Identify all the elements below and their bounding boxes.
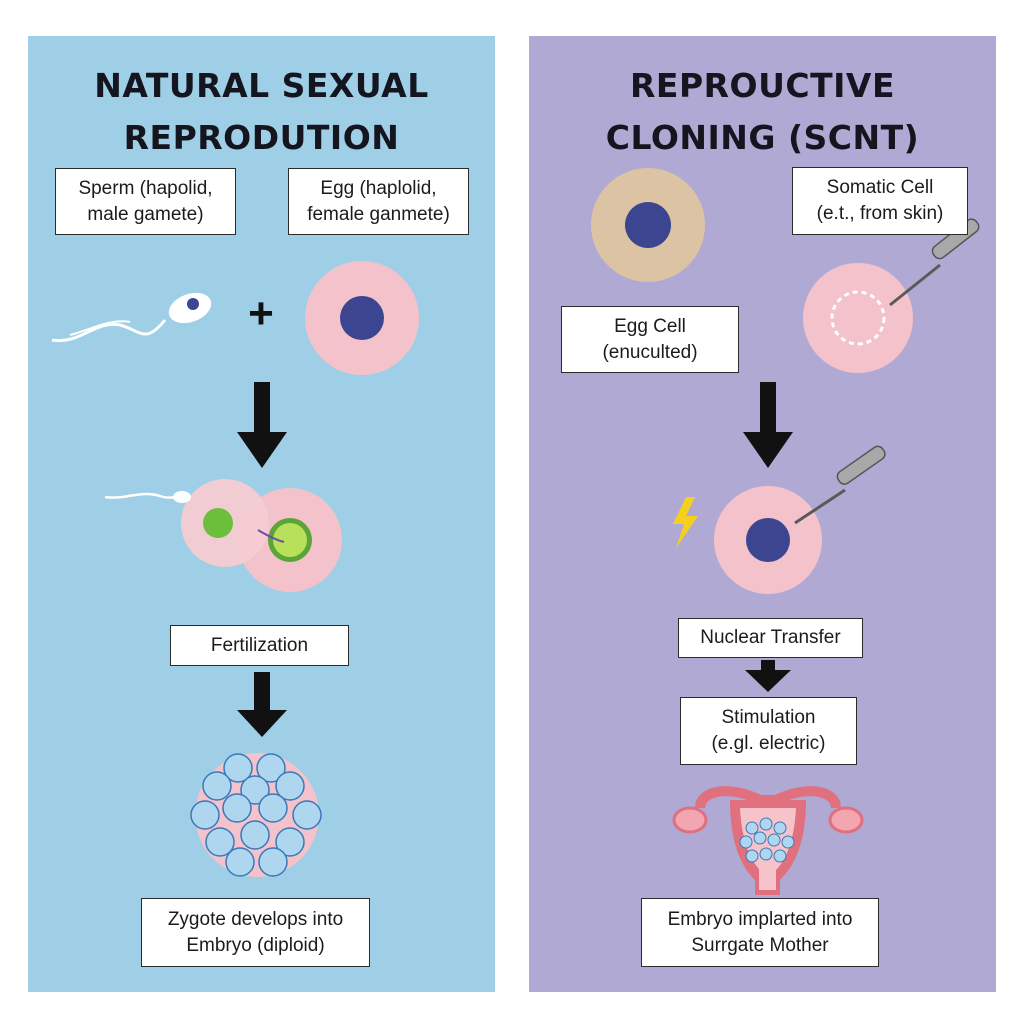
right-panel-title: REPROUCTIVE CLONING (SCNT) [529, 60, 996, 164]
zygote-embryo-label-box: Zygote develops into Embryo (diploid) [141, 898, 370, 967]
enucleated-egg-icon [803, 263, 913, 373]
egg-cell-label-line2: (enuculted) [602, 341, 698, 363]
micropipette-icon [794, 445, 886, 525]
somatic-label-line1: Somatic Cell [826, 177, 934, 198]
down-arrow-icon [745, 660, 791, 692]
somatic-label-line2: (e.t., from skin) [816, 203, 944, 224]
sperm-label-line2: male gamete) [87, 203, 204, 225]
embryo-cluster-icon [190, 753, 322, 877]
sperm-label-box: Sperm (hapolid, male gamete) [55, 168, 236, 235]
implant-label-line1: Embryo implarted into [667, 908, 853, 930]
egg-cell-icon [305, 261, 419, 375]
stimulation-label-line1: Stimulation [721, 707, 816, 728]
fertilization-icon [104, 479, 342, 592]
down-arrow-icon [237, 382, 287, 468]
sperm-label-line1: Sperm (hapolid, [78, 177, 213, 199]
egg-label-line2: female ganmete) [307, 203, 450, 225]
zygote-label-line2: Embryo (diploid) [186, 934, 325, 956]
egg-cell-label-box: Egg Cell (enuculted) [561, 306, 739, 373]
fertilization-label-box: Fertilization [170, 625, 349, 666]
egg-cell-label-line1: Egg Cell [614, 315, 686, 337]
stimulation-label-box: Stimulation (e.gl. electric) [680, 697, 857, 765]
egg-label-box: Egg (haplolid, female ganmete) [288, 168, 469, 235]
stimulation-label-line2: (e.gl. electric) [711, 733, 826, 754]
egg-label-line1: Egg (haplolid, [320, 177, 437, 199]
somatic-cell-icon [591, 168, 705, 282]
right-title-line1: REPROUCTIVE [630, 66, 895, 105]
zygote-label-line1: Zygote develops into [167, 908, 344, 930]
nuclear-transfer-label-box: Nuclear Transfer [678, 618, 863, 658]
fertilization-label: Fertilization [210, 634, 309, 656]
plus-sign: + [248, 289, 274, 338]
lightning-icon [673, 497, 698, 548]
somatic-cell-label-box: Somatic Cell (e.t., from skin) [792, 167, 968, 235]
down-arrow-icon [237, 672, 287, 737]
implant-label-box: Embryo implarted into Surrgate Mother [641, 898, 879, 967]
down-arrow-icon [743, 382, 793, 468]
nuclear-transfer-label: Nuclear Transfer [700, 627, 841, 648]
reconstructed-egg-icon [714, 486, 822, 594]
sperm-icon [51, 292, 212, 343]
left-title-line1: NATURAL SEXUAL [94, 66, 429, 105]
left-panel-title: NATURAL SEXUAL REPRODUTION [28, 60, 495, 164]
left-title-line2: REPRODUTION [123, 118, 400, 157]
right-title-line2: CLONING (SCNT) [605, 118, 920, 157]
uterus-icon [672, 786, 864, 895]
implant-label-line2: Surrgate Mother [691, 934, 829, 956]
